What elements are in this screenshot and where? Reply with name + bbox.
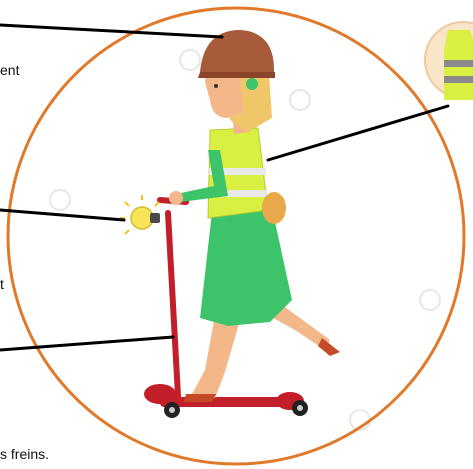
hand bbox=[169, 191, 183, 205]
text-fragment-middle: t bbox=[0, 276, 4, 292]
light-bulb-icon bbox=[120, 195, 160, 234]
leader-line-brakes bbox=[0, 337, 173, 350]
text-fragment-bottom: s freins. bbox=[0, 446, 49, 462]
leader-line-helmet bbox=[0, 25, 222, 37]
dress bbox=[200, 208, 292, 326]
arm bbox=[176, 150, 228, 202]
text-fragment-top: ent bbox=[0, 62, 19, 78]
leader-line-vest bbox=[268, 106, 448, 160]
vest-badge bbox=[425, 22, 473, 100]
leader-line-light bbox=[0, 210, 124, 220]
bag bbox=[262, 192, 286, 224]
